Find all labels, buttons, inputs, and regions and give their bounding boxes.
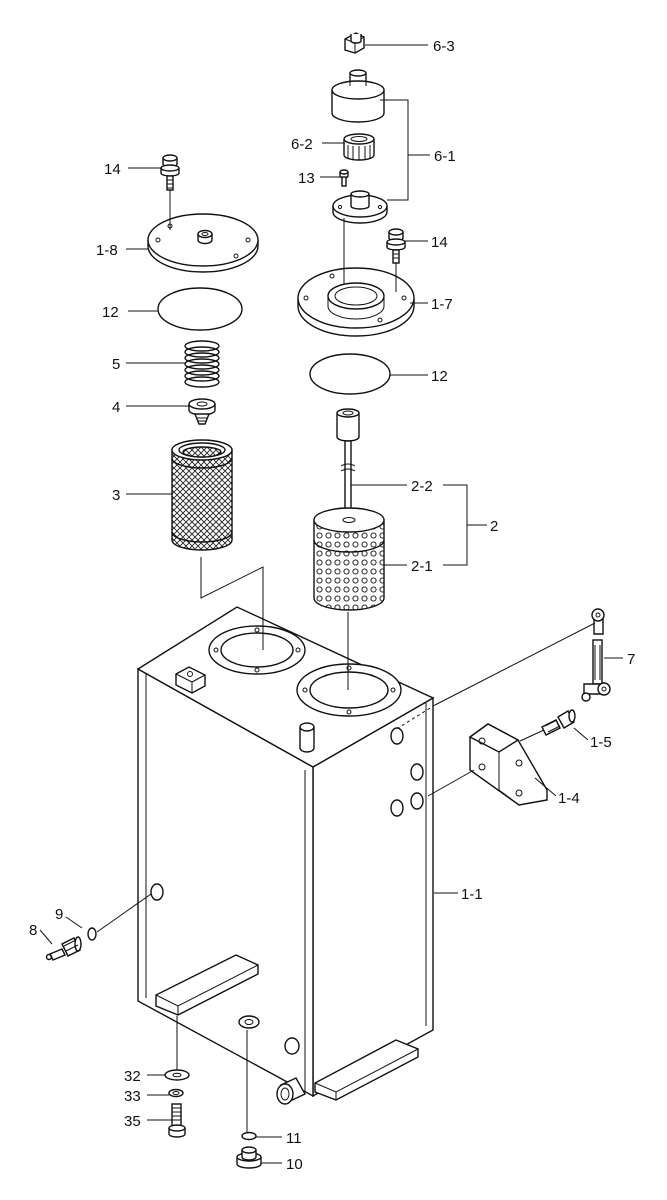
part-labels: 6-3 6-2 6-1 13 14 14 1-8 1-7 12 12 5 4 3…: [29, 38, 635, 1173]
label-2-1: 2-1: [411, 558, 433, 575]
mounting-bracket: [468, 723, 548, 806]
label-11: 11: [286, 1130, 302, 1147]
strainer-2-1: [313, 507, 385, 611]
o-ring-12-left: [157, 287, 243, 331]
breather-base: [332, 190, 388, 224]
spring-5: [184, 340, 220, 388]
cover-plate-1-8: [147, 213, 259, 273]
label-6-1: 6-1: [434, 148, 456, 165]
label-12-right: 12: [431, 368, 448, 385]
label-35: 35: [124, 1113, 141, 1130]
gauge-rod-7: [581, 608, 611, 702]
element-6-2: [343, 133, 375, 161]
label-7: 7: [627, 651, 635, 668]
label-1-4: 1-4: [558, 790, 580, 807]
o-ring-11: [241, 1131, 257, 1141]
label-4: 4: [112, 399, 120, 416]
o-ring-12-right: [309, 353, 391, 395]
label-2: 2: [490, 518, 498, 535]
label-1-5: 1-5: [590, 734, 612, 751]
label-13: 13: [298, 170, 315, 187]
cover-plate-1-7: [297, 267, 415, 337]
label-1-1: 1-1: [461, 886, 483, 903]
label-10: 10: [286, 1156, 303, 1173]
hydraulic-tank: [136, 606, 435, 1105]
label-33: 33: [124, 1088, 141, 1105]
washer-32: [164, 1069, 190, 1081]
valve-4: [188, 398, 216, 425]
drain-plug-10: [236, 1146, 262, 1169]
label-14-left: 14: [104, 161, 121, 178]
label-12-left: 12: [102, 304, 119, 321]
label-5: 5: [112, 356, 120, 373]
label-2-2: 2-2: [411, 478, 433, 495]
bolt-14-right: [386, 228, 406, 264]
bolt-14-left: [160, 154, 180, 191]
label-6-3: 6-3: [433, 38, 455, 55]
label-14-right: 14: [431, 234, 448, 251]
label-32: 32: [124, 1068, 141, 1085]
label-8: 8: [29, 922, 37, 939]
label-9: 9: [55, 906, 63, 923]
sensor-8: [45, 936, 82, 961]
washer-33: [168, 1088, 184, 1098]
label-1-7: 1-7: [431, 296, 453, 313]
label-1-8: 1-8: [96, 242, 118, 259]
label-6-2: 6-2: [291, 136, 313, 153]
cap-6-3: [344, 32, 365, 54]
screw-13: [339, 169, 349, 187]
strainer-3: [171, 439, 233, 551]
leader-lines: [39, 44, 623, 1164]
label-3: 3: [112, 487, 120, 504]
strainer-rod-2-2: [336, 408, 360, 525]
bolt-1-5: [541, 709, 576, 736]
bolt-35: [168, 1103, 186, 1138]
breather-6-1: [331, 69, 385, 123]
o-ring-9: [87, 927, 97, 941]
assembly-lines: [96, 190, 596, 1132]
